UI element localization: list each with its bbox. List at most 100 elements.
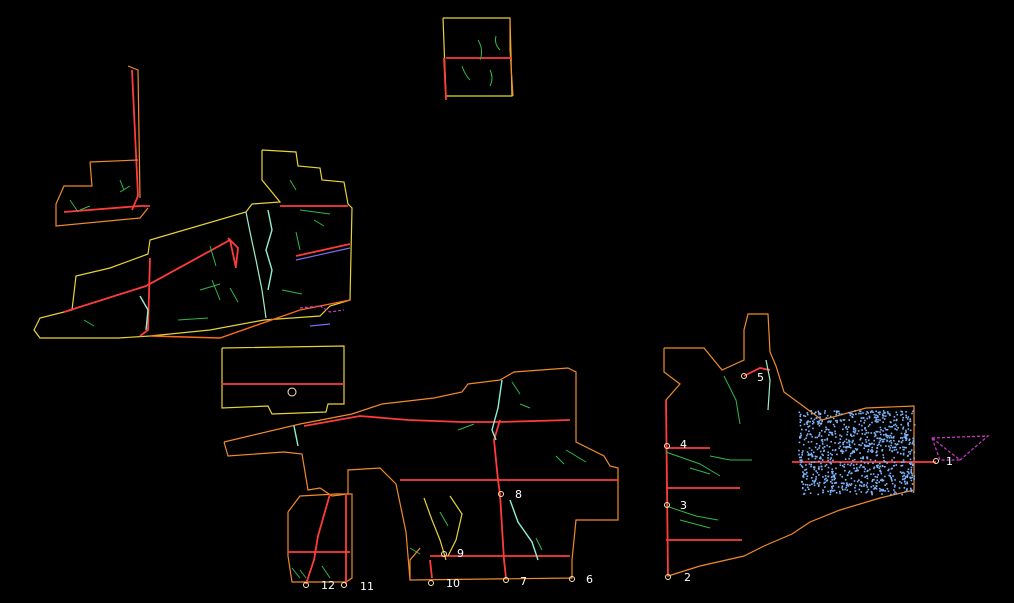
cloud-point	[819, 456, 822, 458]
outlet-7[interactable]: 7	[503, 575, 528, 588]
cloud-point	[880, 444, 882, 447]
cloud-point	[803, 473, 805, 476]
outlet-12[interactable]: 12	[303, 579, 336, 592]
point-cloud	[798, 410, 916, 496]
cloud-point	[877, 411, 880, 414]
outlet-6[interactable]: 6	[569, 573, 594, 586]
cloud-point	[893, 419, 895, 422]
cloud-point	[805, 421, 808, 424]
cloud-point	[884, 466, 886, 468]
cloud-point	[888, 440, 891, 443]
cloud-point	[802, 450, 804, 452]
cloud-point	[912, 437, 914, 440]
cloud-point	[846, 431, 849, 433]
cloud-point	[847, 463, 849, 466]
cloud-point	[800, 465, 803, 467]
cloud-point	[813, 468, 816, 471]
cloud-point	[889, 472, 892, 475]
cloud-point	[910, 487, 912, 490]
cloud-point	[911, 412, 913, 415]
cloud-point	[861, 433, 864, 435]
cloud-point	[836, 421, 838, 424]
cloud-point	[825, 428, 827, 431]
cloud-point	[820, 435, 823, 437]
outlet-5[interactable]: 5	[741, 371, 765, 384]
cloud-point	[840, 420, 843, 422]
cloud-point	[831, 470, 833, 473]
cloud-point	[907, 416, 910, 418]
cloud-point	[872, 462, 874, 464]
cloud-point	[846, 433, 848, 436]
cloud-point	[798, 411, 801, 414]
cloud-point	[819, 412, 822, 415]
cloud-point	[808, 430, 810, 432]
cloud-point	[809, 484, 811, 486]
cloud-point	[875, 481, 877, 484]
cloud-point	[801, 466, 804, 468]
outlet-9[interactable]: 9	[441, 547, 465, 560]
cloud-point	[799, 456, 801, 459]
cloud-point	[821, 441, 824, 443]
cloud-point	[841, 464, 844, 467]
cloud-point	[832, 470, 834, 473]
outlet-11[interactable]: 11	[341, 580, 375, 593]
cloud-point	[821, 429, 823, 432]
cloud-point	[911, 483, 914, 485]
cloud-point	[802, 483, 805, 485]
outlet-label: 2	[684, 571, 691, 584]
cloud-point	[864, 433, 866, 436]
cloud-point	[867, 431, 870, 434]
cloud-point	[854, 447, 857, 450]
cloud-point	[801, 452, 804, 454]
cloud-point	[850, 472, 852, 475]
cloud-point	[899, 437, 902, 439]
cloud-point	[888, 413, 891, 415]
outlet-2[interactable]: 2	[665, 571, 692, 584]
cloud-point	[833, 475, 836, 478]
cloud-point	[890, 493, 892, 496]
cloud-point	[831, 431, 833, 434]
cloud-point	[801, 428, 803, 431]
cloud-point	[888, 449, 891, 451]
cloud-point	[875, 431, 878, 433]
cloud-point	[859, 464, 862, 467]
cloud-point	[894, 443, 897, 445]
cloud-point	[810, 453, 812, 456]
outlet-8[interactable]: 8	[498, 488, 523, 501]
cloud-point	[848, 443, 851, 445]
cloud-point	[866, 457, 869, 460]
cloud-point	[882, 489, 885, 492]
cloud-point	[847, 485, 850, 487]
cloud-point	[849, 446, 852, 449]
cloud-point	[847, 411, 850, 414]
cloud-point	[871, 451, 873, 453]
cloud-point	[863, 422, 865, 424]
cloud-point	[839, 438, 842, 440]
cloud-point	[860, 420, 862, 422]
cloud-point	[875, 418, 877, 421]
cloud-point	[842, 443, 844, 446]
outlet-4[interactable]: 4	[664, 438, 688, 451]
cloud-point	[879, 431, 881, 433]
cloud-point	[887, 490, 890, 492]
outlet-3[interactable]: 3	[664, 499, 688, 512]
cloud-point	[833, 489, 836, 492]
cloud-point	[818, 447, 820, 449]
cloud-point	[798, 453, 800, 456]
cloud-point	[888, 445, 890, 448]
cloud-point	[831, 482, 834, 485]
cloud-point	[875, 410, 877, 413]
outlet-10[interactable]: 10	[428, 577, 461, 590]
cloud-point	[799, 424, 802, 427]
cloud-point	[880, 429, 882, 431]
cloud-point	[824, 465, 827, 467]
cloud-point	[900, 441, 903, 444]
cloud-point	[831, 479, 833, 481]
outlet-1[interactable]: 1	[933, 455, 954, 468]
cloud-point	[888, 425, 890, 428]
cloud-point	[865, 441, 868, 443]
cloud-point	[842, 428, 844, 431]
cloud-point	[886, 411, 889, 413]
cloud-point	[883, 412, 885, 414]
cloud-point	[869, 459, 872, 461]
